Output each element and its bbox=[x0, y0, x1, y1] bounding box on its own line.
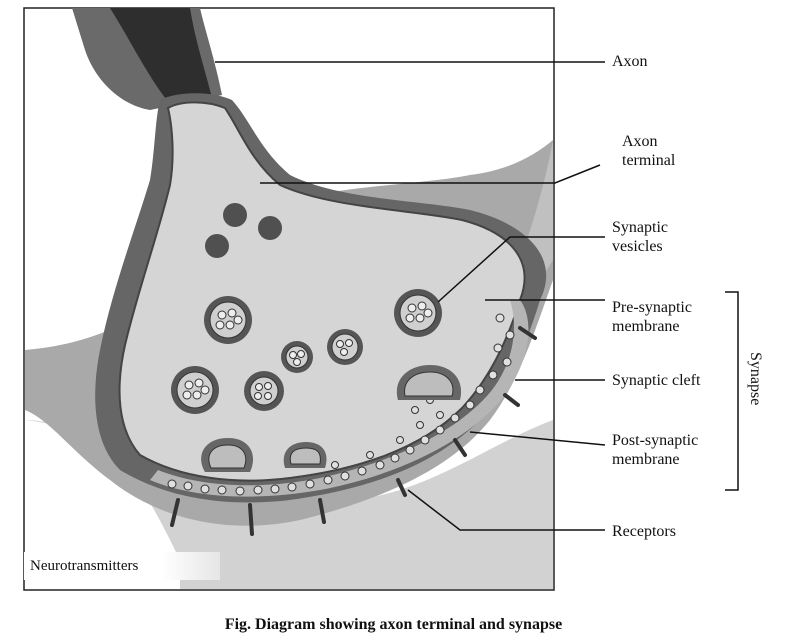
leader-post-synaptic bbox=[469, 431, 606, 446]
synapse-bracket bbox=[725, 291, 739, 491]
label-neurotransmitters: Neurotransmitters bbox=[24, 552, 220, 580]
synaptic-vesicles-group bbox=[171, 289, 442, 414]
receptor bbox=[518, 326, 537, 340]
label-receptors: Receptors bbox=[612, 523, 676, 540]
receptor bbox=[396, 478, 407, 497]
vesicle bbox=[204, 296, 252, 344]
leader-axon-terminal bbox=[260, 164, 601, 184]
small-vesicles bbox=[205, 203, 282, 258]
label-axon-terminal: Axon terminal bbox=[622, 133, 676, 169]
receptor bbox=[503, 393, 520, 407]
receptors-group bbox=[170, 326, 537, 536]
figure-caption: Fig. Diagram showing axon terminal and s… bbox=[224, 616, 563, 633]
leader-receptors bbox=[407, 489, 605, 531]
axon-core bbox=[110, 8, 212, 104]
leader-synaptic-vesicles bbox=[437, 236, 605, 303]
label-pre-synaptic-membrane: Pre-synaptic membrane bbox=[612, 299, 692, 335]
receptor bbox=[248, 503, 254, 536]
receptor bbox=[170, 498, 180, 527]
label-axon: Axon bbox=[612, 53, 648, 70]
vesicle bbox=[244, 371, 284, 411]
label-synapse: Synapse bbox=[747, 352, 764, 406]
receptor bbox=[453, 438, 467, 457]
label-post-synaptic-membrane: Post-synaptic membrane bbox=[612, 432, 699, 468]
vesicle bbox=[281, 341, 313, 373]
leader-lines bbox=[215, 61, 606, 531]
neurotransmitter-dots bbox=[167, 313, 515, 496]
receptor bbox=[318, 498, 326, 524]
vesicle bbox=[327, 329, 363, 365]
fusing-vesicles bbox=[201, 365, 462, 472]
vesicle bbox=[394, 289, 442, 337]
label-synaptic-cleft: Synaptic cleft bbox=[612, 372, 701, 389]
synaptic-cleft bbox=[150, 300, 529, 497]
vesicle bbox=[171, 366, 219, 414]
label-synaptic-vesicles: Synaptic vesicles bbox=[612, 219, 668, 255]
